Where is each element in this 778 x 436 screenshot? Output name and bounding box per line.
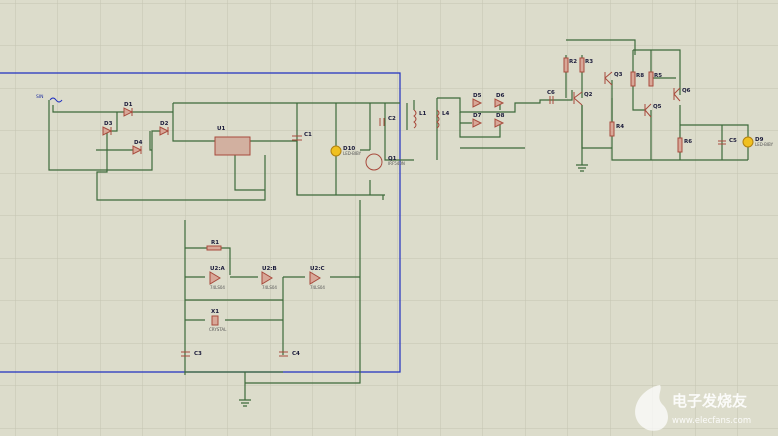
source-sin: SIN bbox=[36, 94, 63, 103]
diode-d8: D8 bbox=[494, 113, 505, 128]
resistor-r6: R6 bbox=[677, 137, 692, 153]
diode-d6: D6 bbox=[494, 93, 505, 108]
svg-text:D9: D9 bbox=[755, 137, 764, 143]
svg-text:SIN: SIN bbox=[36, 94, 44, 100]
resistor-r5: R5 bbox=[648, 71, 662, 87]
diode-d5: D5 bbox=[472, 93, 483, 108]
svg-text:Q3: Q3 bbox=[614, 72, 623, 78]
svg-text:Q5: Q5 bbox=[653, 104, 662, 110]
svg-text:CRYSTAL: CRYSTAL bbox=[209, 327, 227, 332]
diode-d4: D4 bbox=[132, 140, 143, 155]
svg-text:D7: D7 bbox=[473, 113, 482, 119]
resistor-r4: R4 bbox=[609, 121, 624, 137]
svg-text:D6: D6 bbox=[496, 93, 505, 99]
svg-text:电子发烧友: 电子发烧友 bbox=[672, 392, 747, 410]
svg-text:R3: R3 bbox=[585, 59, 593, 65]
svg-text:U1: U1 bbox=[217, 126, 225, 132]
svg-text:74LS04: 74LS04 bbox=[310, 285, 325, 290]
svg-text:C1: C1 bbox=[304, 132, 312, 138]
svg-text:Q6: Q6 bbox=[682, 88, 691, 94]
resistor-r2: R2 bbox=[563, 57, 577, 73]
watermark-logo: 电子发烧友 www.elecfans.com bbox=[635, 385, 751, 431]
svg-text:U2:A: U2:A bbox=[210, 266, 225, 272]
svg-text:U2:C: U2:C bbox=[310, 266, 325, 272]
svg-text:R2: R2 bbox=[569, 59, 577, 65]
svg-text:LED-BIBY: LED-BIBY bbox=[755, 142, 774, 147]
svg-text:Q1: Q1 bbox=[388, 156, 397, 162]
svg-text:C6: C6 bbox=[547, 90, 555, 96]
resistor-r8: R8 bbox=[630, 71, 644, 87]
resistor-r1: R1 bbox=[206, 240, 222, 251]
transistor-q2: Q2 bbox=[573, 91, 593, 106]
svg-text:X1: X1 bbox=[211, 309, 219, 315]
inverter-u2b: U2:B 74LS04 bbox=[261, 266, 277, 290]
svg-text:U2:B: U2:B bbox=[262, 266, 277, 272]
svg-text:L4: L4 bbox=[442, 111, 450, 117]
svg-text:D4: D4 bbox=[134, 140, 143, 146]
svg-text:R1: R1 bbox=[211, 240, 219, 246]
regulator-u1: U1 bbox=[214, 126, 251, 156]
svg-text:R6: R6 bbox=[684, 139, 692, 145]
svg-text:IRF540N: IRF540N bbox=[388, 161, 405, 166]
svg-text:L1: L1 bbox=[419, 111, 427, 117]
transistor-q5: Q5 bbox=[644, 103, 662, 118]
svg-text:D5: D5 bbox=[473, 93, 482, 99]
svg-text:Q2: Q2 bbox=[584, 92, 593, 98]
resistor-r3: R3 bbox=[579, 57, 593, 73]
svg-text:74LS04: 74LS04 bbox=[262, 285, 277, 290]
capacitor-c2: C2 bbox=[379, 116, 396, 126]
transistor-q3: Q3 bbox=[604, 71, 623, 86]
svg-text:D10: D10 bbox=[343, 146, 355, 152]
diode-d2: D2 bbox=[159, 121, 170, 136]
svg-text:C2: C2 bbox=[388, 116, 396, 122]
capacitor-c3: C3 bbox=[181, 351, 202, 357]
svg-text:R4: R4 bbox=[616, 124, 624, 130]
svg-text:74LS04: 74LS04 bbox=[210, 285, 225, 290]
diode-d7: D7 bbox=[472, 113, 483, 128]
svg-text:D2: D2 bbox=[160, 121, 169, 127]
svg-text:C3: C3 bbox=[194, 351, 202, 357]
capacitor-c4: C4 bbox=[279, 351, 300, 357]
svg-text:D3: D3 bbox=[104, 121, 113, 127]
inverter-u2a: U2:A 74LS04 bbox=[209, 266, 225, 290]
svg-text:D1: D1 bbox=[124, 102, 133, 108]
svg-text:www.elecfans.com: www.elecfans.com bbox=[672, 416, 751, 426]
inductor-l4: L4 bbox=[436, 109, 450, 129]
ground-icon bbox=[576, 164, 588, 172]
svg-text:R8: R8 bbox=[636, 73, 644, 79]
ground-icon bbox=[239, 399, 251, 407]
transistor-q6: Q6 bbox=[673, 87, 691, 102]
inductor-l1: L1 bbox=[413, 109, 427, 129]
capacitor-c1: C1 bbox=[292, 132, 312, 141]
svg-text:D8: D8 bbox=[496, 113, 505, 119]
svg-text:C5: C5 bbox=[729, 138, 737, 144]
svg-text:C4: C4 bbox=[292, 351, 300, 357]
capacitor-c5: C5 bbox=[718, 138, 737, 145]
inverter-u2c: U2:C 74LS04 bbox=[309, 266, 325, 290]
diode-d1: D1 bbox=[123, 102, 134, 117]
svg-text:R5: R5 bbox=[654, 73, 662, 79]
diode-d3: D3 bbox=[102, 121, 113, 136]
svg-text:LED-BIBY: LED-BIBY bbox=[343, 151, 362, 156]
capacitor-c6: C6 bbox=[547, 90, 555, 104]
